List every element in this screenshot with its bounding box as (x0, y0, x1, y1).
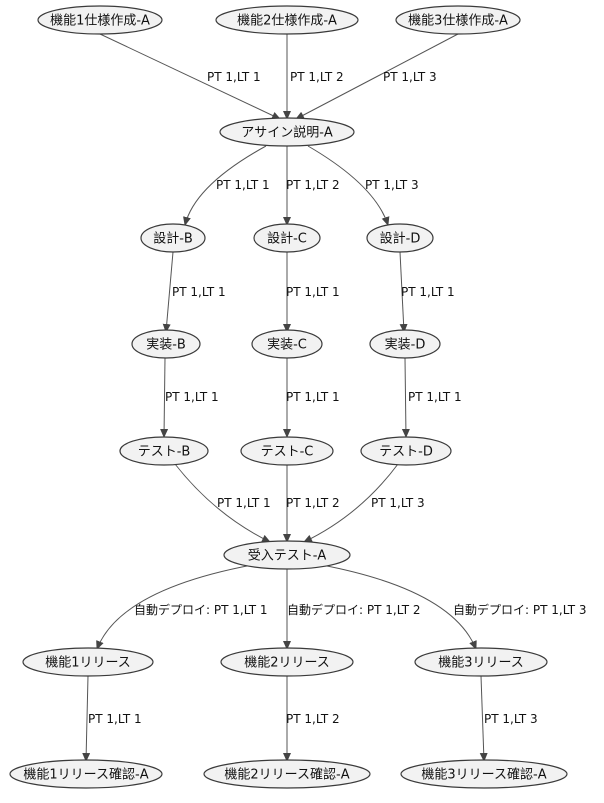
edge-spec3-assign (295, 33, 459, 120)
edge-label-spec1-assign: PT 1,LT 1 (207, 70, 261, 84)
edge-label-spec3-assign: PT 1,LT 3 (383, 70, 437, 84)
node-release2-label: 機能2リリース (244, 656, 330, 671)
edge-label-release2-confirm2: PT 1,LT 2 (286, 712, 340, 726)
node-spec3-shape (395, 5, 521, 35)
node-confirm1-label: 機能1リリース確認-A (23, 767, 148, 783)
node-release1-label: 機能1リリース (45, 656, 131, 671)
node-implD: 実装-D (369, 329, 441, 359)
node-testC-shape (240, 436, 334, 466)
node-testD-shape (360, 436, 452, 466)
edge-label-designC-implC: PT 1,LT 1 (286, 285, 340, 299)
node-implC-shape (251, 329, 323, 359)
node-release1-shape (22, 647, 154, 677)
edge-label-designB-implB: PT 1,LT 1 (172, 285, 226, 299)
edge-implD-testD (401, 357, 410, 438)
node-assign-label: アサイン説明-A (241, 125, 333, 141)
nodes: 機能1仕様作成-A 機能2仕様作成-A 機能3仕様作成-A アサイン説明-A 設… (9, 5, 568, 789)
node-testB: テスト-B (119, 436, 209, 466)
edge-label-release3-confirm3: PT 1,LT 3 (484, 712, 538, 726)
edge-label-implD-testD: PT 1,LT 1 (408, 390, 462, 404)
node-testC: テスト-C (240, 436, 334, 466)
edge-label-assign-designC: PT 1,LT 2 (286, 178, 340, 192)
node-release2: 機能2リリース (220, 647, 354, 677)
edge-label-accept-release1: 自動デプロイ: PT 1,LT 1 (134, 602, 268, 617)
node-confirm3-label: 機能3リリース確認-A (421, 767, 546, 783)
node-implD-shape (369, 329, 441, 359)
edges (82, 33, 488, 762)
node-spec3: 機能3仕様作成-A (395, 5, 521, 35)
edge-label-designD-implD: PT 1,LT 1 (401, 285, 455, 299)
node-confirm2: 機能2リリース確認-A (203, 759, 371, 789)
node-confirm3-shape (400, 759, 568, 789)
edge-release3-confirm3 (479, 675, 488, 762)
edge-designD-implD (399, 251, 408, 333)
node-release1: 機能1リリース (22, 647, 154, 677)
node-release3-shape (414, 647, 548, 677)
node-implB-label: 実装-B (146, 337, 186, 353)
node-designC-shape (253, 223, 321, 253)
node-confirm2-label: 機能2リリース確認-A (224, 767, 349, 783)
node-accept: 受入テスト-A (223, 540, 351, 570)
node-confirm3: 機能3リリース確認-A (400, 759, 568, 789)
node-implD-label: 実装-D (385, 337, 426, 353)
edge-label-assign-designB: PT 1,LT 1 (216, 178, 270, 192)
node-designB-shape (140, 223, 206, 253)
node-implC-label: 実装-C (267, 337, 307, 353)
edge-designB-implB (162, 251, 174, 333)
node-implC: 実装-C (251, 329, 323, 359)
edge-label-release1-confirm1: PT 1,LT 1 (88, 712, 142, 726)
node-implB-shape (131, 329, 201, 359)
node-spec1-label: 機能1仕様作成-A (50, 14, 150, 29)
node-confirm1: 機能1リリース確認-A (9, 759, 163, 789)
node-spec1-shape (37, 5, 163, 35)
edge-label-testC-accept: PT 1,LT 2 (286, 496, 340, 510)
node-spec3-label: 機能3仕様作成-A (408, 14, 508, 29)
node-accept-label: 受入テスト-A (248, 549, 327, 564)
edge-label-implB-testB: PT 1,LT 1 (165, 390, 219, 404)
node-assign: アサイン説明-A (219, 117, 355, 147)
node-designC-label: 設計-C (267, 231, 307, 247)
node-implB: 実装-B (131, 329, 201, 359)
node-designC: 設計-C (253, 223, 321, 253)
node-confirm1-shape (9, 759, 163, 789)
node-spec2-shape (215, 5, 359, 35)
node-designD-label: 設計-D (380, 231, 421, 247)
edge-label-assign-designD: PT 1,LT 3 (365, 178, 419, 192)
edge-assign-designD (307, 145, 390, 226)
node-accept-shape (223, 540, 351, 570)
node-spec2-label: 機能2仕様作成-A (237, 14, 337, 29)
edge-label-accept-release2: 自動デプロイ: PT 1,LT 2 (287, 602, 421, 617)
node-designB-label: 設計-B (153, 231, 193, 247)
edge-label-implC-testC: PT 1,LT 1 (286, 390, 340, 404)
node-testD-label: テスト-D (379, 445, 433, 460)
node-confirm2-shape (203, 759, 371, 789)
node-designB: 設計-B (140, 223, 206, 253)
edge-testD-accept (303, 463, 399, 543)
edge-accept-release3 (321, 564, 477, 650)
node-release3-label: 機能3リリース (438, 656, 524, 671)
node-designD-shape (366, 223, 434, 253)
node-assign-shape (219, 117, 355, 147)
edge-accept-release1 (96, 564, 253, 650)
node-testD: テスト-D (360, 436, 452, 466)
node-testC-label: テスト-C (261, 445, 314, 460)
edge-label-testB-accept: PT 1,LT 1 (217, 496, 271, 510)
node-designD: 設計-D (366, 223, 434, 253)
edge-testB-accept (174, 463, 271, 543)
node-release3: 機能3リリース (414, 647, 548, 677)
node-testB-label: テスト-B (138, 445, 191, 460)
edge-label-testD-accept: PT 1,LT 3 (371, 496, 425, 510)
edge-implB-testB (160, 357, 169, 438)
edge-assign-designB (183, 145, 267, 226)
node-release2-shape (220, 647, 354, 677)
node-spec1: 機能1仕様作成-A (37, 5, 163, 35)
edge-release1-confirm1 (82, 675, 91, 762)
node-testB-shape (119, 436, 209, 466)
edge-label-accept-release3: 自動デプロイ: PT 1,LT 3 (453, 602, 587, 617)
node-spec2: 機能2仕様作成-A (215, 5, 359, 35)
edge-labels: PT 1,LT 1 PT 1,LT 2 PT 1,LT 3 PT 1,LT 1 … (88, 70, 587, 726)
edge-label-spec2-assign: PT 1,LT 2 (290, 70, 344, 84)
edge-spec1-assign (99, 33, 281, 120)
